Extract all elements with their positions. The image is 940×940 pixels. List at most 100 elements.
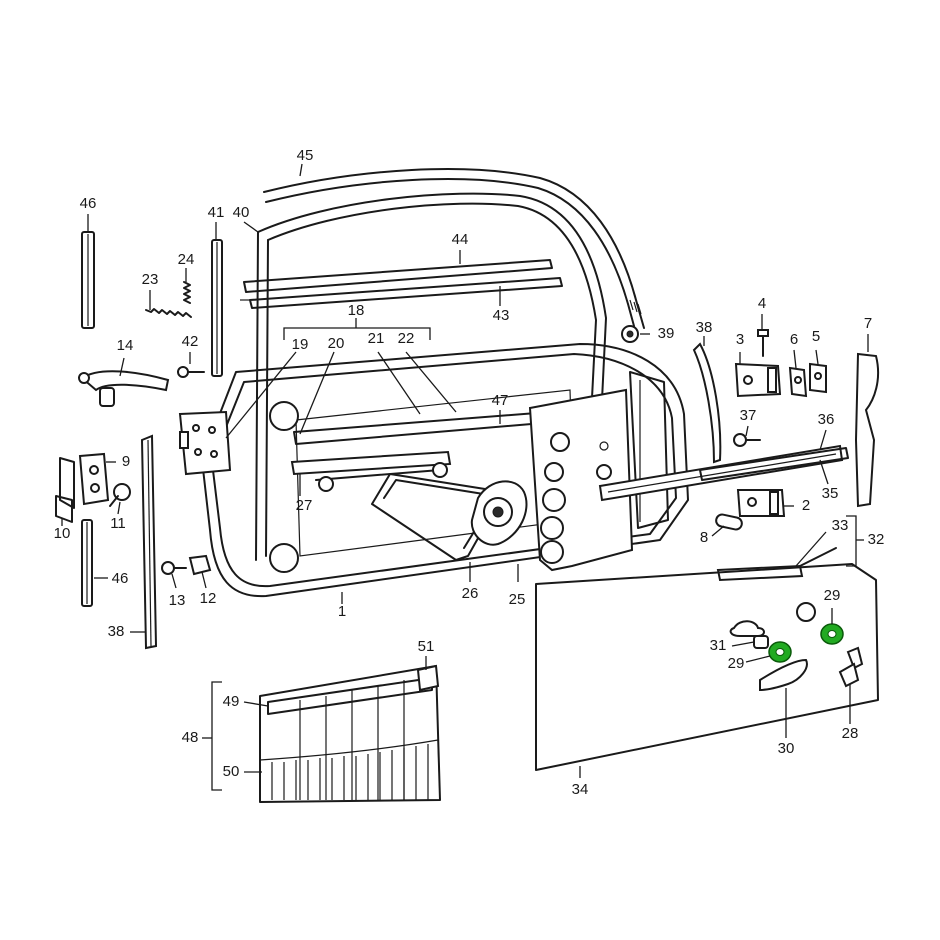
label-20: 20 — [328, 335, 345, 352]
label-25: 25 — [509, 591, 526, 608]
label-31: 31 — [710, 637, 727, 654]
label-47: 47 — [492, 392, 509, 409]
label-14: 14 — [117, 337, 134, 354]
label-29-right: 29 — [824, 587, 841, 604]
label-6: 6 — [790, 331, 798, 348]
part-48-door-pocket[interactable] — [259, 665, 441, 803]
label-18: 18 — [348, 302, 365, 319]
part-38-door-seal-right[interactable] — [692, 342, 722, 464]
part-45-window-frame-seal[interactable] — [263, 168, 645, 329]
label-45: 45 — [297, 147, 314, 164]
label-9: 9 — [122, 453, 130, 470]
part-43-lower-guide-rail[interactable] — [240, 277, 563, 309]
part-26-window-regulator[interactable] — [371, 473, 528, 561]
part-7-pillar-trim[interactable] — [854, 352, 880, 508]
label-37: 37 — [740, 407, 757, 424]
part-49-pocket-upper[interactable] — [267, 677, 433, 715]
part-labels: 45 46 41 40 44 24 23 43 18 39 38 4 7 42 … — [54, 147, 885, 798]
label-11: 11 — [110, 515, 126, 532]
part-29-escutcheon-left[interactable] — [768, 641, 792, 663]
part-46-upper-seal-strip[interactable] — [81, 231, 95, 329]
door-hinge-plate — [178, 410, 232, 476]
label-10: 10 — [54, 525, 71, 542]
label-34: 34 — [572, 781, 589, 798]
part-41-vertical-guide[interactable] — [211, 239, 223, 377]
part-4-hinge-pin[interactable] — [757, 329, 769, 357]
label-36: 36 — [818, 411, 835, 428]
leader-lines — [61, 163, 869, 791]
label-41: 41 — [208, 204, 225, 221]
label-35: 35 — [822, 485, 839, 502]
label-42: 42 — [182, 333, 199, 350]
label-29-left: 29 — [728, 655, 745, 672]
part-28-window-crank[interactable] — [838, 646, 864, 688]
part-13-screw[interactable] — [161, 561, 187, 575]
part-25-inner-panel-bracket[interactable] — [528, 388, 634, 572]
label-46-bottom: 46 — [112, 570, 129, 587]
label-7: 7 — [864, 315, 872, 332]
label-26: 26 — [462, 585, 479, 602]
label-44: 44 — [452, 231, 469, 248]
label-4: 4 — [758, 295, 766, 312]
part-2-lower-hinge[interactable] — [736, 489, 786, 517]
label-23: 23 — [142, 271, 159, 288]
part-39-grommet[interactable] — [621, 325, 639, 343]
label-51: 51 — [418, 638, 435, 655]
part-1-door-shell[interactable] — [201, 343, 689, 598]
label-38-left: 38 — [108, 623, 125, 640]
part-38-door-seal-left[interactable] — [140, 434, 158, 650]
part-42-screw[interactable] — [177, 366, 205, 378]
label-46-top: 46 — [80, 195, 97, 212]
part-30-pull-handle[interactable] — [759, 658, 808, 692]
part-37-screw[interactable] — [733, 433, 761, 447]
label-5: 5 — [812, 328, 820, 345]
label-24: 24 — [178, 251, 195, 268]
part-34-interior-trim-panel[interactable] — [535, 563, 879, 771]
label-19: 19 — [292, 336, 309, 353]
part-44-upper-guide-rail[interactable] — [243, 259, 553, 293]
part-23-spring-rod[interactable] — [145, 308, 192, 318]
part-8-pin[interactable] — [715, 513, 743, 531]
part-46-lower-seal-strip[interactable] — [81, 519, 93, 607]
part-10-lock-bracket[interactable] — [55, 457, 75, 523]
label-8: 8 — [700, 529, 708, 546]
part-11-bolt[interactable] — [109, 483, 131, 507]
part-51-pocket-strip[interactable] — [416, 664, 440, 692]
label-21: 21 — [368, 330, 385, 347]
label-13: 13 — [169, 592, 186, 609]
part-14-outer-door-handle[interactable] — [78, 370, 170, 407]
label-2: 2 — [802, 497, 810, 514]
part-3-upper-hinge[interactable] — [734, 362, 782, 398]
part-35-trim-rail[interactable] — [699, 447, 849, 481]
label-28: 28 — [842, 725, 859, 742]
part-29-escutcheon-right[interactable] — [820, 623, 844, 645]
label-3: 3 — [736, 331, 744, 348]
part-27-regulator-rail[interactable] — [290, 450, 452, 492]
door-pillar-block — [629, 371, 669, 529]
label-30: 30 — [778, 740, 795, 757]
part-12-clip[interactable] — [188, 554, 212, 576]
part-31-lock-knob[interactable] — [729, 620, 769, 649]
label-33: 33 — [832, 517, 849, 534]
label-50: 50 — [223, 763, 240, 780]
part-33-handle-rod[interactable] — [716, 547, 837, 582]
label-12: 12 — [200, 590, 217, 607]
label-40: 40 — [233, 204, 250, 221]
part-6-hinge-shim[interactable] — [788, 366, 808, 398]
part-24-spring[interactable] — [183, 281, 191, 304]
label-32: 32 — [868, 531, 885, 548]
label-1: 1 — [338, 603, 346, 620]
part-50-pocket-lower[interactable] — [259, 739, 441, 803]
label-49: 49 — [223, 693, 240, 710]
label-43: 43 — [493, 307, 510, 324]
part-40-window-frame[interactable] — [255, 192, 607, 561]
label-27: 27 — [296, 497, 313, 514]
label-39: 39 — [658, 325, 675, 342]
part-9-lock-plate[interactable] — [78, 452, 110, 506]
label-22: 22 — [398, 330, 415, 347]
label-38-right: 38 — [696, 319, 713, 336]
part-36-sill-strip[interactable] — [598, 444, 844, 502]
part-5-hinge-shim[interactable] — [809, 362, 827, 394]
label-48: 48 — [182, 729, 199, 746]
